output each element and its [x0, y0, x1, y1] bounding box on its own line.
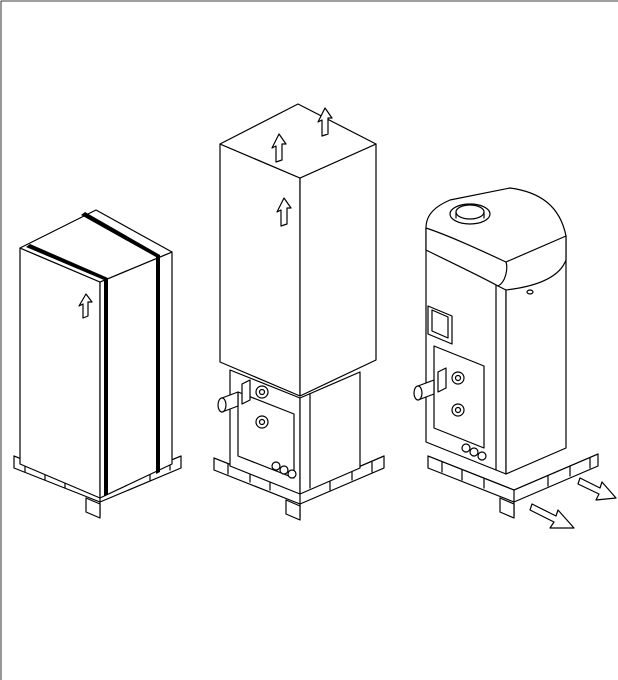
box-2-top	[219, 103, 377, 179]
step-1-packed-unit	[13, 209, 182, 519]
up-arrow-icon	[271, 133, 287, 163]
box-1-side	[99, 251, 173, 499]
box-1-top	[19, 209, 173, 283]
flue-outlet	[449, 203, 491, 225]
pallet-3	[427, 453, 599, 519]
box-2-front	[219, 143, 301, 397]
bottom-fittings-2	[271, 461, 297, 479]
pipe-fittings-3	[413, 367, 465, 417]
unit-2-side	[299, 371, 361, 495]
up-arrow-icon	[276, 197, 292, 227]
box-2-side	[299, 143, 377, 397]
bottom-fittings-3	[461, 443, 487, 461]
diagonal-arrow-icon	[577, 477, 617, 501]
indicator-light	[526, 289, 534, 295]
diagonal-arrow-icon	[529, 503, 575, 529]
pipe-fittings-2	[217, 379, 269, 429]
up-arrow-icon	[317, 107, 333, 137]
step-3-unpacked-unit	[413, 187, 617, 529]
step-2-lift-box	[213, 103, 385, 521]
up-arrow-icon	[78, 293, 93, 319]
box-1-front	[19, 247, 101, 499]
